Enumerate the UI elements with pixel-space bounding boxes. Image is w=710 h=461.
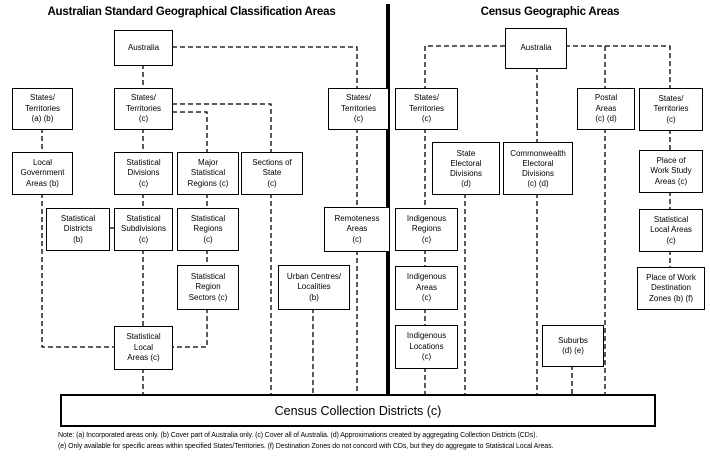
node-indigenous-areas: Indigenous Areas (c) bbox=[395, 266, 458, 310]
node-remoteness-areas: Remoteness Areas (c) bbox=[324, 207, 390, 252]
node-indigenous-regions: Indigenous Regions (c) bbox=[395, 208, 458, 251]
node-census-collection-districts: Census Collection Districts (c) bbox=[60, 394, 656, 427]
node-census-statistical-local-areas: Statistical Local Areas (c) bbox=[639, 209, 703, 252]
node-major-statistical-regions: Major Statistical Regions (c) bbox=[177, 152, 239, 195]
node-census-states-territories: States/ Territories (c) bbox=[395, 88, 458, 130]
node-urban-centres-localities: Urban Centres/ Localities (b) bbox=[278, 265, 350, 310]
node-asgc-australia: Australia bbox=[114, 30, 173, 66]
node-suburbs: Suburbs (d) (e) bbox=[542, 325, 604, 367]
census-title: Census Geographic Areas bbox=[480, 6, 620, 18]
node-local-government-areas: Local Government Areas (b) bbox=[12, 152, 73, 195]
note-line-2: (e) Only available for specific areas wi… bbox=[58, 443, 554, 450]
node-census-states-territories-right: States/ Territories (c) bbox=[639, 88, 703, 131]
node-statistical-divisions: Statistical Divisions (c) bbox=[114, 152, 173, 195]
node-statistical-regions: Statistical Regions (c) bbox=[177, 208, 239, 251]
note-line-1: Note: (a) Incorporated areas only. (b) C… bbox=[58, 432, 538, 439]
node-states-territories-c: States/ Territories (c) bbox=[114, 88, 173, 130]
node-statistical-local-areas: Statistical Local Areas (c) bbox=[114, 326, 173, 370]
node-statistical-districts: Statistical Districts (b) bbox=[46, 208, 110, 251]
node-place-of-work-study-areas: Place of Work Study Areas (c) bbox=[639, 150, 703, 193]
node-state-electoral-divisions: State Electoral Divisions (d) bbox=[432, 142, 500, 195]
node-indigenous-locations: Indigenous Locations (c) bbox=[395, 325, 458, 369]
section-divider bbox=[386, 4, 390, 394]
node-postal-areas: Postal Areas (c) (d) bbox=[577, 88, 635, 130]
node-states-territories-c-right: States/ Territories (c) bbox=[328, 88, 389, 130]
asgc-title: Australian Standard Geographical Classif… bbox=[47, 6, 336, 18]
node-statistical-region-sectors: Statistical Region Sectors (c) bbox=[177, 265, 239, 310]
node-place-of-work-destination-zones: Place of Work Destination Zones (b) (f) bbox=[637, 267, 705, 310]
census-connectors bbox=[424, 45, 671, 394]
node-states-territories-ab: States/ Territories (a) (b) bbox=[12, 88, 73, 130]
asgc-connectors bbox=[41, 46, 358, 394]
node-sections-of-state: Sections of State (c) bbox=[241, 152, 303, 195]
node-census-australia: Australia bbox=[505, 28, 567, 69]
node-statistical-subdivisions: Statistical Subdivisions (c) bbox=[114, 208, 173, 251]
node-commonwealth-electoral-divisions: Commonwealth Electoral Divisions (c) (d) bbox=[503, 142, 573, 195]
